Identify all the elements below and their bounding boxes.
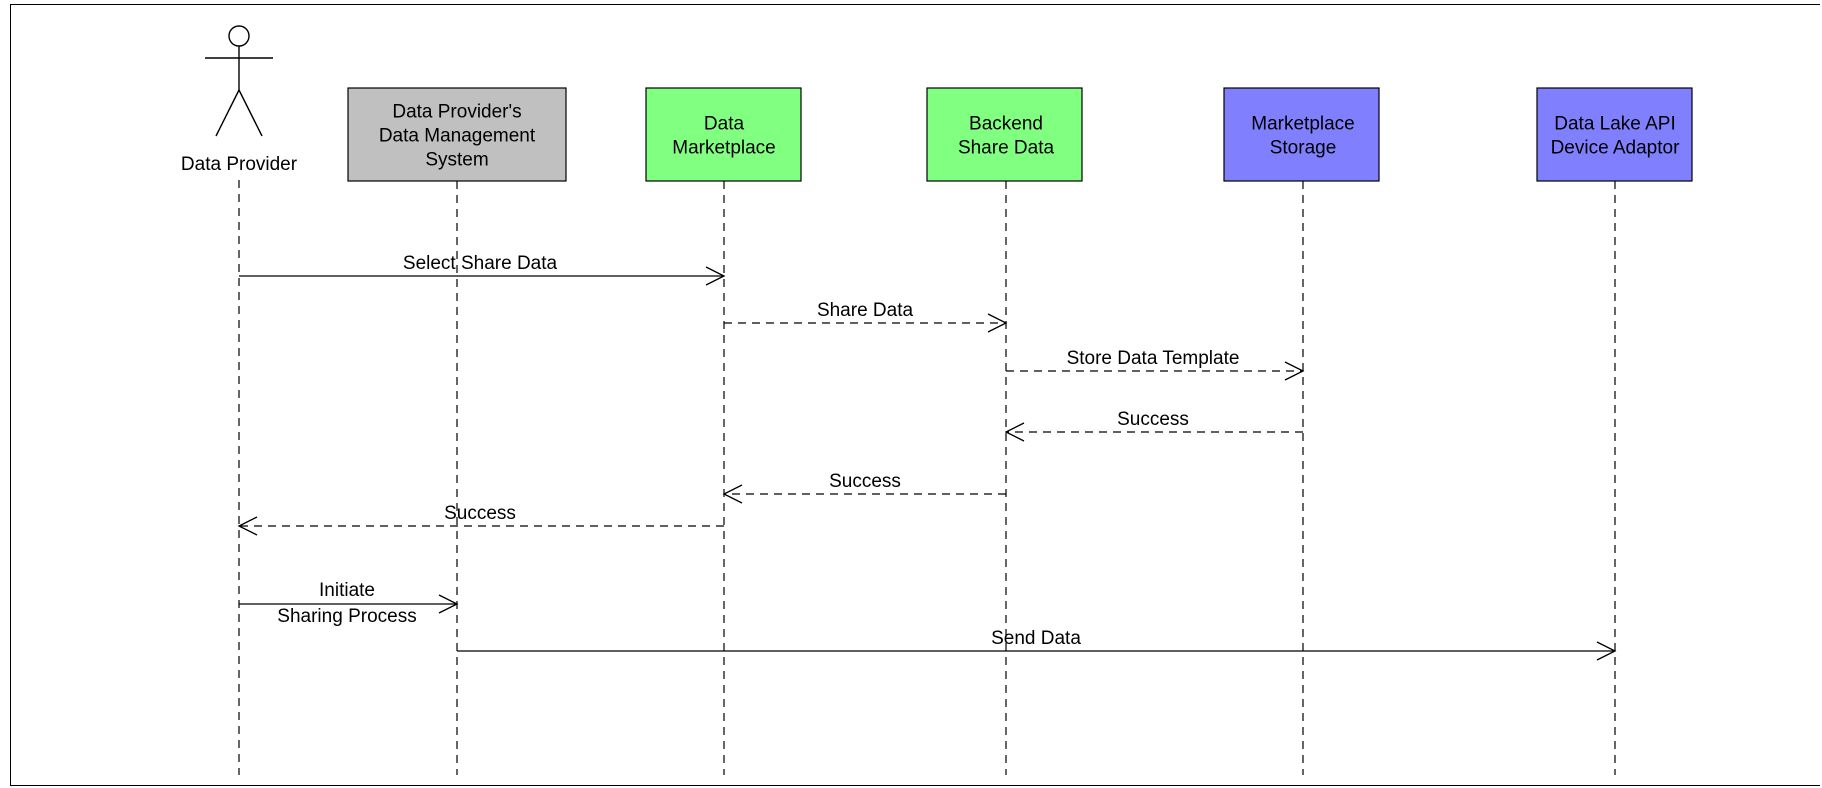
lifeline-label: Device Adaptor bbox=[1551, 138, 1681, 159]
diagram-frame bbox=[10, 4, 1820, 786]
message-m1[interactable]: Select Share Data bbox=[239, 253, 726, 286]
message-label: Success bbox=[829, 471, 901, 492]
message-label: Share Data bbox=[817, 300, 914, 321]
message-label: Send Data bbox=[991, 628, 1081, 649]
arrowhead-icon bbox=[1004, 422, 1025, 442]
actor-head bbox=[228, 25, 250, 47]
lifeline-box bbox=[645, 87, 802, 182]
actor-label: Data Provider bbox=[181, 154, 298, 175]
message-label: Success bbox=[1117, 409, 1189, 430]
lifeline-label: Data Lake API bbox=[1554, 114, 1675, 135]
lifeline-label: Share Data bbox=[958, 138, 1055, 159]
message-m8[interactable]: Send Data bbox=[457, 628, 1617, 661]
arrowhead-icon bbox=[438, 594, 459, 614]
lifeline-label: Data Provider's bbox=[392, 102, 521, 123]
lifeline-label: Data Management bbox=[379, 126, 536, 147]
message-m5[interactable]: Success bbox=[722, 471, 1006, 504]
message-m6[interactable]: Success bbox=[237, 503, 724, 536]
lifeline-label: Backend bbox=[969, 114, 1043, 135]
message-label: Store Data Template bbox=[1067, 348, 1240, 369]
lifeline-label: Data bbox=[704, 114, 745, 135]
message-label: Sharing Process bbox=[277, 606, 416, 627]
message-label: Select Share Data bbox=[403, 253, 558, 274]
message-m4[interactable]: Success bbox=[1004, 409, 1303, 442]
lifeline-label: Marketplace bbox=[672, 138, 776, 159]
lifeline-box bbox=[926, 87, 1083, 182]
lifeline-label: Storage bbox=[1270, 138, 1337, 159]
message-m2[interactable]: Share Data bbox=[724, 300, 1008, 333]
arrowhead-icon bbox=[1596, 641, 1617, 661]
arrowhead-icon bbox=[237, 516, 258, 536]
arrowhead-icon bbox=[722, 484, 743, 504]
lifeline-box bbox=[1536, 87, 1693, 182]
lifeline-box bbox=[1223, 87, 1380, 182]
arrowhead-icon bbox=[1284, 361, 1305, 381]
actor-right-leg bbox=[238, 89, 263, 137]
lifeline-label: System bbox=[425, 150, 488, 171]
actor-data-provider[interactable]: Data Provider bbox=[181, 25, 298, 175]
message-label: Success bbox=[444, 503, 516, 524]
message-m3[interactable]: Store Data Template bbox=[1006, 348, 1305, 381]
actor-left-leg bbox=[215, 89, 240, 137]
lifeline-datalake[interactable]: Data Lake API Device Adaptor bbox=[1536, 87, 1693, 775]
message-label: Initiate bbox=[319, 580, 375, 601]
arrowhead-icon bbox=[705, 266, 726, 286]
lifeline-box bbox=[347, 87, 567, 182]
lifeline-label: Marketplace bbox=[1251, 114, 1355, 135]
arrowhead-icon bbox=[987, 313, 1008, 333]
